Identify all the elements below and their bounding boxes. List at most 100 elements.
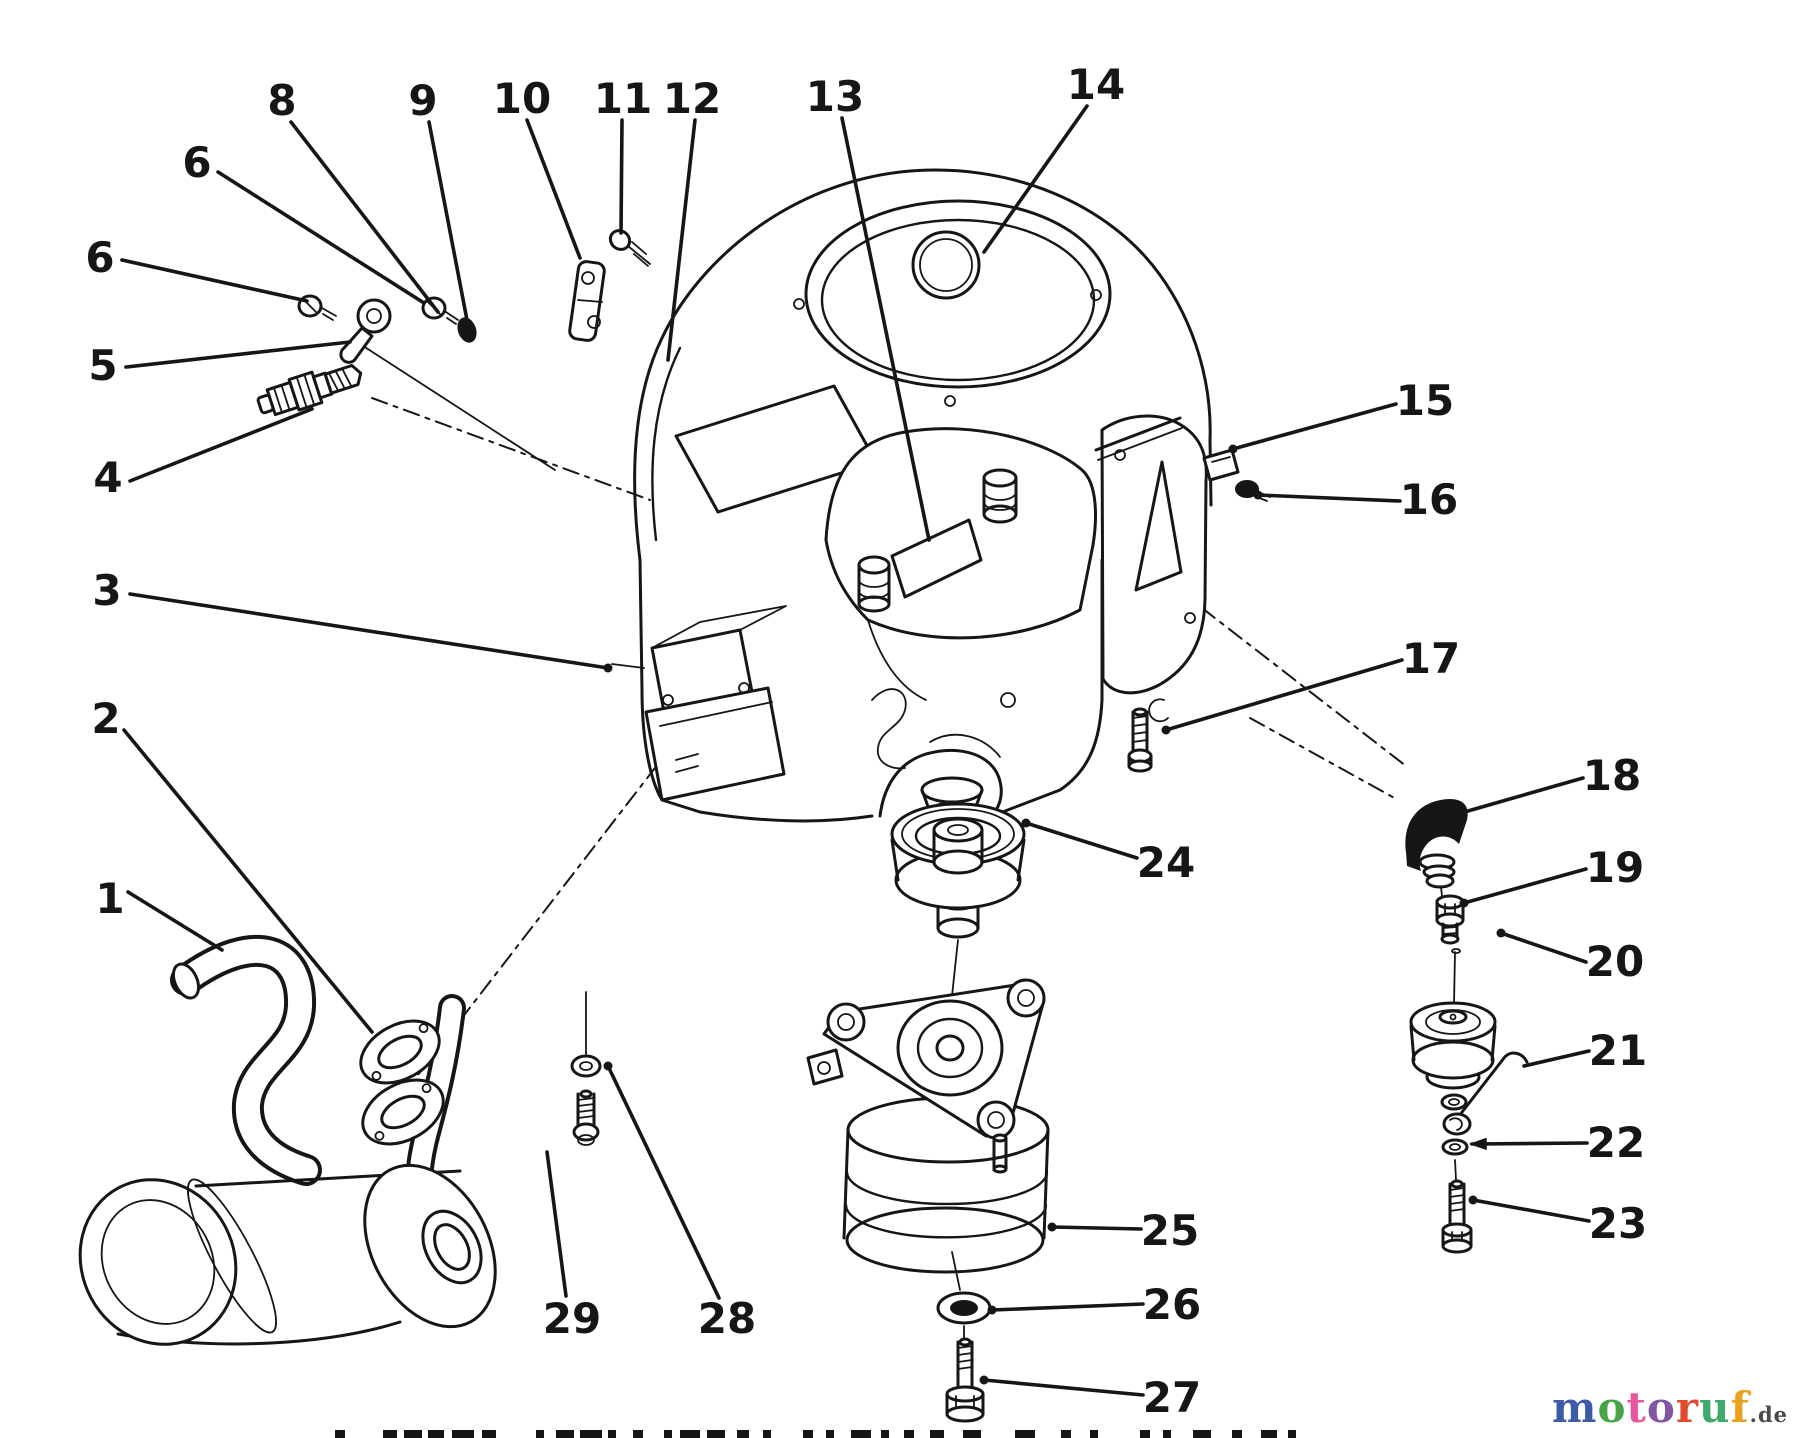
callout-17: 17 [1402, 634, 1460, 683]
watermark-letter: r [1675, 1383, 1700, 1432]
stud [982, 468, 1018, 524]
leader-line-1 [126, 890, 224, 952]
bolt-27 [945, 1337, 985, 1423]
caption-mark [1261, 1430, 1277, 1438]
leader-line-27 [982, 1378, 1145, 1397]
caption-mark [608, 1430, 616, 1438]
oil-fill-cap [911, 230, 981, 300]
engine-drawing [611, 168, 1213, 885]
callout-20: 20 [1586, 937, 1644, 986]
caption-mark [556, 1430, 574, 1438]
leader-dot-18 [1449, 810, 1459, 820]
callout-29: 29 [543, 1294, 601, 1343]
leader-dot-19 [1459, 898, 1469, 908]
leader-arrow-22 [1468, 1137, 1487, 1151]
caption-mark [763, 1430, 771, 1438]
watermark-logo: motoruf.de [1552, 1383, 1788, 1432]
leader-line-24 [1024, 821, 1139, 860]
leader-line-14 [982, 104, 1089, 254]
caption-mark [1193, 1430, 1211, 1438]
clamp [339, 298, 392, 364]
caption-mark [536, 1430, 544, 1438]
leader-line-22 [1470, 1141, 1589, 1146]
screw [608, 229, 651, 267]
callout-5: 5 [88, 341, 117, 390]
leader-line-6 [216, 170, 426, 305]
caption-mark [803, 1430, 813, 1438]
caption-mark [930, 1430, 944, 1438]
caption-mark [963, 1430, 981, 1438]
bolt-23 [1441, 1179, 1473, 1254]
leader-line-19 [1462, 867, 1588, 905]
leader-line-21 [1522, 1049, 1591, 1068]
callout-3: 3 [92, 566, 121, 615]
callout-11: 11 [594, 74, 652, 123]
caption-mark [1140, 1430, 1150, 1438]
leader-dot-17 [1161, 725, 1171, 735]
bolt-17 [1127, 707, 1153, 773]
leader-line-8 [289, 120, 440, 314]
callout-13: 13 [806, 72, 864, 121]
exhaust-gasket [359, 1019, 441, 1085]
leader-line-23 [1471, 1198, 1591, 1223]
caption-mark [851, 1430, 871, 1438]
leader-dot-24 [1021, 818, 1031, 828]
leader-line-29 [545, 1150, 568, 1298]
washer [457, 317, 477, 343]
caption-mark [383, 1430, 397, 1438]
leader-line-25 [1050, 1225, 1143, 1231]
leader-line-3 [128, 592, 610, 670]
leader-line-6 [120, 258, 309, 303]
stud [857, 555, 891, 613]
bracket-15-16 [1202, 448, 1271, 502]
callout-14: 14 [1067, 60, 1125, 109]
caption-mark [1232, 1430, 1242, 1438]
caption-mark [737, 1430, 749, 1438]
leader-line-12 [666, 118, 697, 362]
leader-line-28 [606, 1064, 721, 1300]
leader-dot-25 [1047, 1222, 1057, 1232]
caption-mark [335, 1430, 345, 1438]
leader-dot-3 [603, 663, 613, 673]
hardware-cluster [256, 229, 651, 417]
idler-pulley-20 [1409, 948, 1497, 1090]
callout-23: 23 [1589, 1199, 1647, 1248]
callout-26: 26 [1143, 1280, 1201, 1329]
leader-line-11 [619, 118, 624, 235]
callout-16: 16 [1400, 475, 1458, 524]
leader-dot-28 [603, 1061, 613, 1071]
callout-15: 15 [1396, 376, 1454, 425]
caption-mark [904, 1430, 914, 1438]
clip [568, 260, 606, 342]
caption-mark [633, 1430, 643, 1438]
washer-26 [936, 1291, 992, 1325]
leader-line-20 [1499, 931, 1588, 964]
callout-18: 18 [1583, 751, 1641, 800]
bolt-29-washer-28 [570, 1054, 602, 1146]
leader-line-9 [427, 120, 469, 322]
callout-6: 6 [85, 233, 114, 282]
caption-mark [404, 1430, 422, 1438]
caption-mark [1288, 1430, 1296, 1438]
washers-22 [1440, 1093, 1472, 1156]
callout-19: 19 [1586, 843, 1644, 892]
leader-line-26 [990, 1302, 1145, 1312]
leader-line-15 [1231, 402, 1398, 451]
caption-mark [680, 1430, 700, 1438]
leader-dot-20 [1496, 928, 1506, 938]
leader-dot-15 [1228, 444, 1238, 454]
caption-mark [428, 1430, 444, 1438]
callout-25: 25 [1141, 1206, 1199, 1255]
crankshaft-pulley-24 [890, 802, 1026, 939]
watermark-suffix: .de [1749, 1402, 1788, 1427]
leader-dot-16 [1253, 490, 1263, 500]
watermark-letter: t [1626, 1383, 1647, 1432]
callout-8: 8 [267, 76, 296, 125]
leader-line-10 [525, 118, 582, 260]
caption-mark [826, 1430, 834, 1438]
callout-12: 12 [663, 74, 721, 123]
